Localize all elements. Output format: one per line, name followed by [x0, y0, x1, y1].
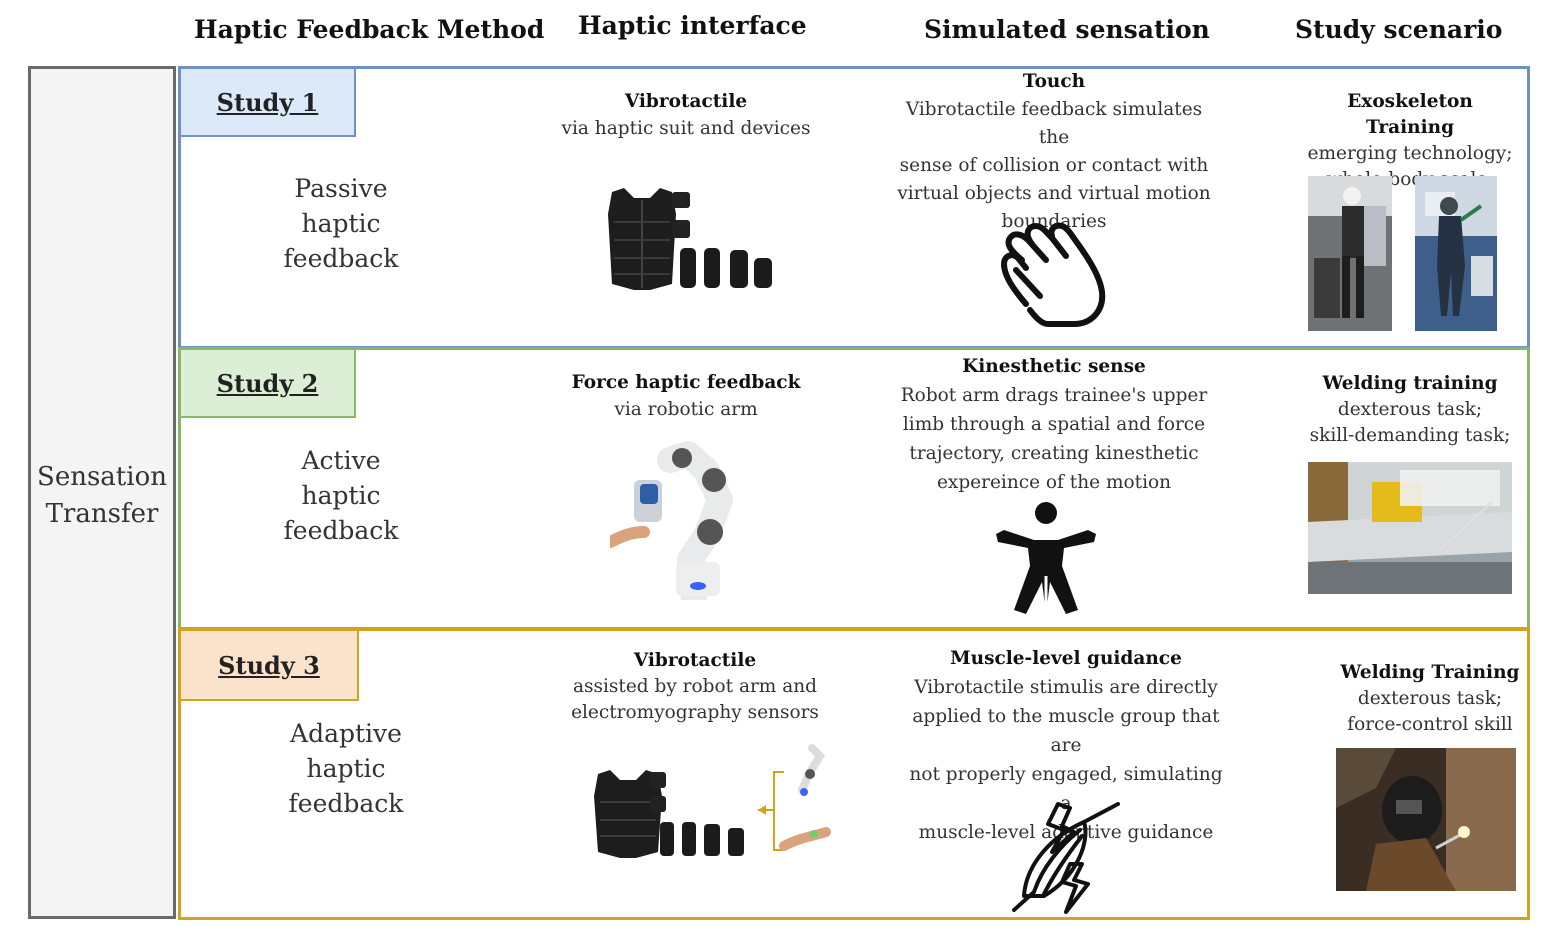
exoskeleton-photo-1	[1308, 176, 1392, 331]
touch-hand-icon	[1001, 222, 1106, 327]
exoskeleton-photo-2	[1415, 176, 1497, 331]
welder-photo	[1336, 748, 1516, 891]
body-figure-icon	[996, 502, 1096, 616]
sensation-transfer-label: Sensation Transfer	[37, 462, 167, 529]
study-2-tag: Study 2	[181, 350, 356, 418]
study-2-scenario-text: Welding training dexterous task; skill-d…	[1309, 373, 1511, 446]
header-scenario: Study scenario	[1295, 15, 1503, 44]
study-3-method: Adaptive haptic feedback	[288, 719, 404, 818]
haptic-suit-image	[608, 188, 772, 290]
study-2-sensation-text: Kinesthetic sense Robot arm drags traine…	[900, 356, 1208, 493]
header-sensation: Simulated sensation	[924, 15, 1210, 44]
study-1-method: Passive haptic feedback	[283, 174, 399, 273]
study-1-interface-text: Vibrotactile via haptic suit and devices	[561, 91, 811, 139]
study-2-interface-text: Force haptic feedback via robotic arm	[571, 372, 801, 420]
study-3-row: Study 3 Adaptive haptic feedback	[178, 628, 1530, 920]
muscle-lightning-icon	[1012, 802, 1120, 914]
robot-arm-image	[610, 441, 733, 600]
study-2-method: Active haptic feedback	[283, 446, 399, 545]
header-method: Haptic Feedback Method	[194, 15, 545, 44]
welding-vr-scene-image	[1308, 462, 1512, 594]
sensation-transfer-panel: Sensation Transfer	[28, 66, 176, 919]
header-interface: Haptic interface	[578, 11, 807, 40]
haptic-suit-robot-image	[594, 744, 831, 858]
study-3-interface-text: Vibrotactile assisted by robot arm and e…	[571, 650, 819, 723]
study-1-tag: Study 1	[181, 69, 356, 137]
study-2-row: Study 2 Active haptic feedback	[178, 347, 1530, 630]
study-3-tag: Study 3	[181, 631, 359, 701]
study-3-scenario-text: Welding Training dexterous task; force-c…	[1340, 662, 1520, 735]
study-1-sensation-text: Touch Vibrotactile feedback simulates th…	[897, 71, 1211, 232]
